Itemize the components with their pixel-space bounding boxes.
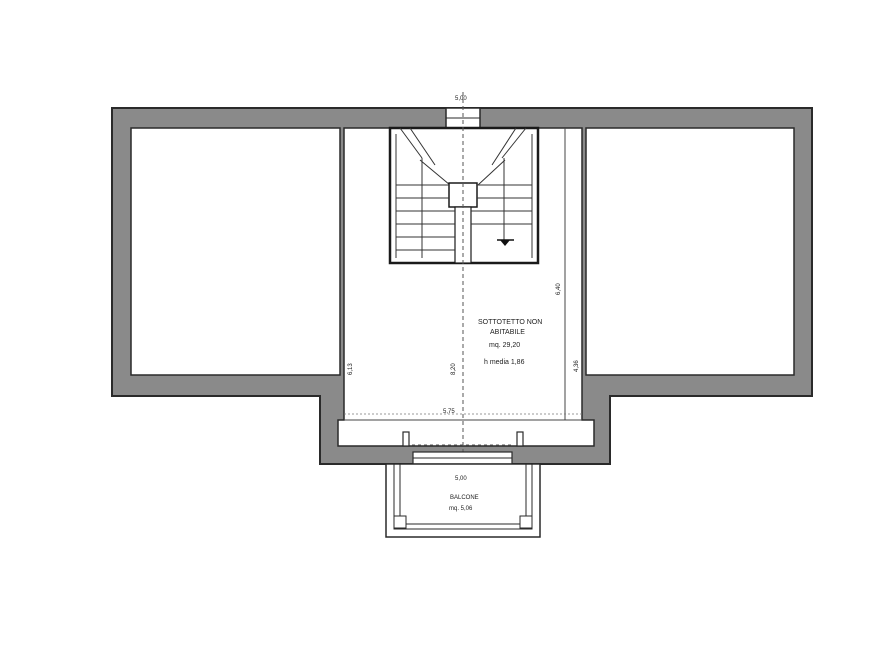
dim-right-upper: 6,40: [556, 283, 562, 295]
room-name-line1: SOTTOTETTO NON: [478, 319, 542, 326]
dim-top-section: 5,00: [455, 96, 467, 102]
staircase: [388, 126, 540, 265]
door-post-right: [516, 431, 524, 447]
room-right: [585, 127, 795, 376]
room-left: [130, 127, 341, 376]
room-area: mq. 29,20: [489, 342, 520, 349]
dim-left-height: 6,13: [348, 363, 354, 375]
dim-center-height: 8,20: [451, 363, 457, 375]
room-name-line2: ABITABILE: [490, 329, 525, 336]
balcony-area: mq. 5,06: [449, 506, 473, 512]
balcony: [385, 463, 541, 538]
dim-bottom-section: 5,00: [455, 476, 467, 482]
balcony-name: BALCONE: [450, 495, 479, 501]
room-height: h media 1,86: [484, 359, 525, 366]
dim-center-width: 5,75: [443, 409, 455, 415]
dim-right-lower: 4,36: [574, 360, 580, 372]
door-post-left: [402, 431, 410, 447]
